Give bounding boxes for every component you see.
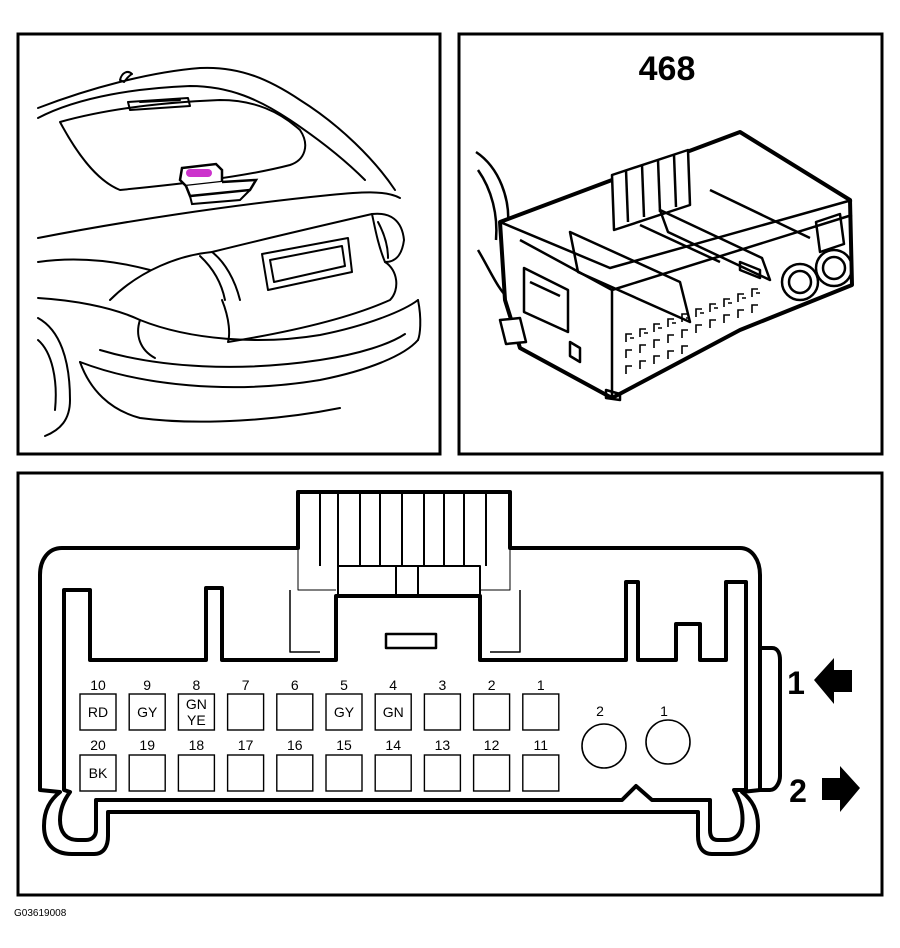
pin-box — [325, 693, 363, 731]
connector-id-label: 468 — [639, 50, 696, 88]
arrow-out: 2 — [789, 766, 860, 812]
round-pin-1-number: 1 — [660, 703, 668, 719]
pin-number: 2 — [488, 677, 496, 693]
round-pin-2-number: 2 — [596, 703, 604, 719]
connector-face-outline — [38, 490, 782, 856]
pin-box — [226, 754, 265, 792]
pin-box — [522, 754, 560, 792]
pin-number: 18 — [189, 737, 205, 753]
wire-color: GY — [137, 704, 158, 720]
pin-cavity: 2 — [472, 677, 511, 731]
wire-color: GN — [186, 696, 207, 712]
pin-cavity: 7 — [226, 677, 265, 731]
pin-number: 10 — [90, 677, 106, 693]
pin-box — [79, 693, 117, 731]
pin-cavity: 6 — [276, 677, 314, 731]
pin-box — [79, 754, 117, 792]
pin-cavity: 14 — [374, 737, 412, 792]
pin-cavity: 3 — [423, 677, 462, 731]
pin-number: 8 — [193, 677, 201, 693]
pin-number: 15 — [336, 737, 352, 753]
wire-color: GN — [383, 704, 404, 720]
pin-number: 6 — [291, 677, 299, 693]
wire-color: BK — [89, 765, 108, 781]
arrow-left-icon — [814, 658, 852, 704]
pin-box — [177, 693, 216, 731]
pin-box — [472, 754, 511, 792]
pin-box — [423, 693, 462, 731]
connector-3d-pin-holes — [625, 288, 760, 374]
pin-number: 5 — [340, 677, 348, 693]
pin-number: 7 — [242, 677, 250, 693]
pin-box — [276, 693, 314, 731]
pin-number: 17 — [238, 737, 254, 753]
connector-3d-illustration — [475, 130, 854, 402]
arrow-out-label: 2 — [789, 773, 807, 809]
pin-number: 12 — [484, 737, 500, 753]
pin-box — [423, 754, 462, 792]
pin-cavity: 18 — [177, 737, 216, 792]
pin-number: 9 — [143, 677, 151, 693]
pin-cavity: 4GN — [374, 677, 412, 731]
pin-cavity: 16 — [276, 737, 314, 792]
pin-number: 19 — [139, 737, 155, 753]
pin-box — [374, 754, 412, 792]
round-pin-2: 2 — [581, 703, 627, 769]
pin-cavity: 15 — [325, 737, 363, 792]
figure-code: G03619008 — [14, 908, 67, 919]
module-location-highlight — [178, 162, 259, 206]
pin-box — [177, 754, 216, 792]
pin-box — [128, 693, 166, 731]
panel-connector-3d — [457, 32, 884, 456]
pin-box — [226, 693, 265, 731]
pin-box — [374, 693, 412, 731]
pin-number: 3 — [439, 677, 447, 693]
pin-number: 20 — [90, 737, 106, 753]
pin-number: 11 — [534, 737, 549, 753]
panel-car-location — [16, 32, 442, 456]
pin-cavity: 19 — [128, 737, 166, 792]
pin-cavity: 9GY — [128, 677, 166, 731]
pin-cavity: 5GY — [325, 677, 363, 731]
pin-cavity: 12 — [472, 737, 511, 792]
arrow-in: 1 — [787, 658, 852, 704]
wire-color-secondary: YE — [187, 712, 206, 728]
pin-number: 13 — [435, 737, 451, 753]
arrow-right-icon — [822, 766, 860, 812]
panel-connector-face — [16, 471, 884, 897]
pin-number: 16 — [287, 737, 303, 753]
pin-number: 1 — [537, 677, 545, 693]
pin-box — [128, 754, 166, 792]
wire-color: GY — [334, 704, 355, 720]
car-rear-illustration — [37, 66, 422, 437]
pin-cavity: 17 — [226, 737, 265, 792]
pin-box — [472, 693, 511, 731]
pin-cavity: 13 — [423, 737, 462, 792]
arrow-in-label: 1 — [787, 665, 805, 701]
pin-box — [325, 754, 363, 792]
pin-box — [276, 754, 314, 792]
pin-cavity: 1 — [522, 677, 560, 731]
wire-color: RD — [88, 704, 108, 720]
pin-box — [522, 693, 560, 731]
pin-cavity: 11 — [522, 737, 560, 792]
round-pin-1: 1 — [645, 703, 691, 765]
pin-number: 14 — [385, 737, 401, 753]
pin-number: 4 — [389, 677, 397, 693]
